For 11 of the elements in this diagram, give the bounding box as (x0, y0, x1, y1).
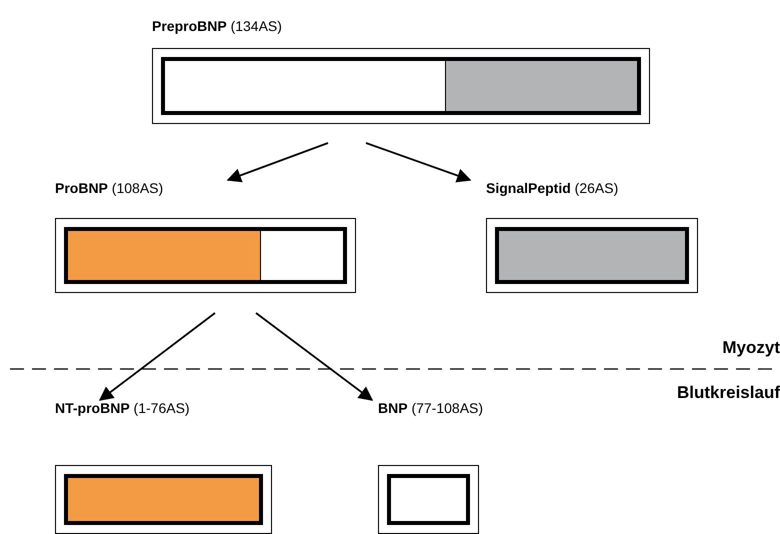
region-label: Blutkreislauf (677, 383, 780, 403)
region-label: Myozyt (722, 338, 780, 358)
peptide-label: BNP (77-108AS) (378, 400, 484, 416)
arrow (98, 312, 216, 401)
peptide-label: SignalPeptid (26AS) (486, 180, 618, 196)
peptide-label: NT-proBNP (1-76AS) (55, 400, 190, 416)
arrow (226, 142, 328, 182)
peptide-label: ProBNP (108AS) (55, 180, 164, 196)
arrow (255, 312, 374, 401)
arrow (366, 142, 472, 182)
peptide-label: PreproBNP (134AS) (152, 18, 282, 34)
